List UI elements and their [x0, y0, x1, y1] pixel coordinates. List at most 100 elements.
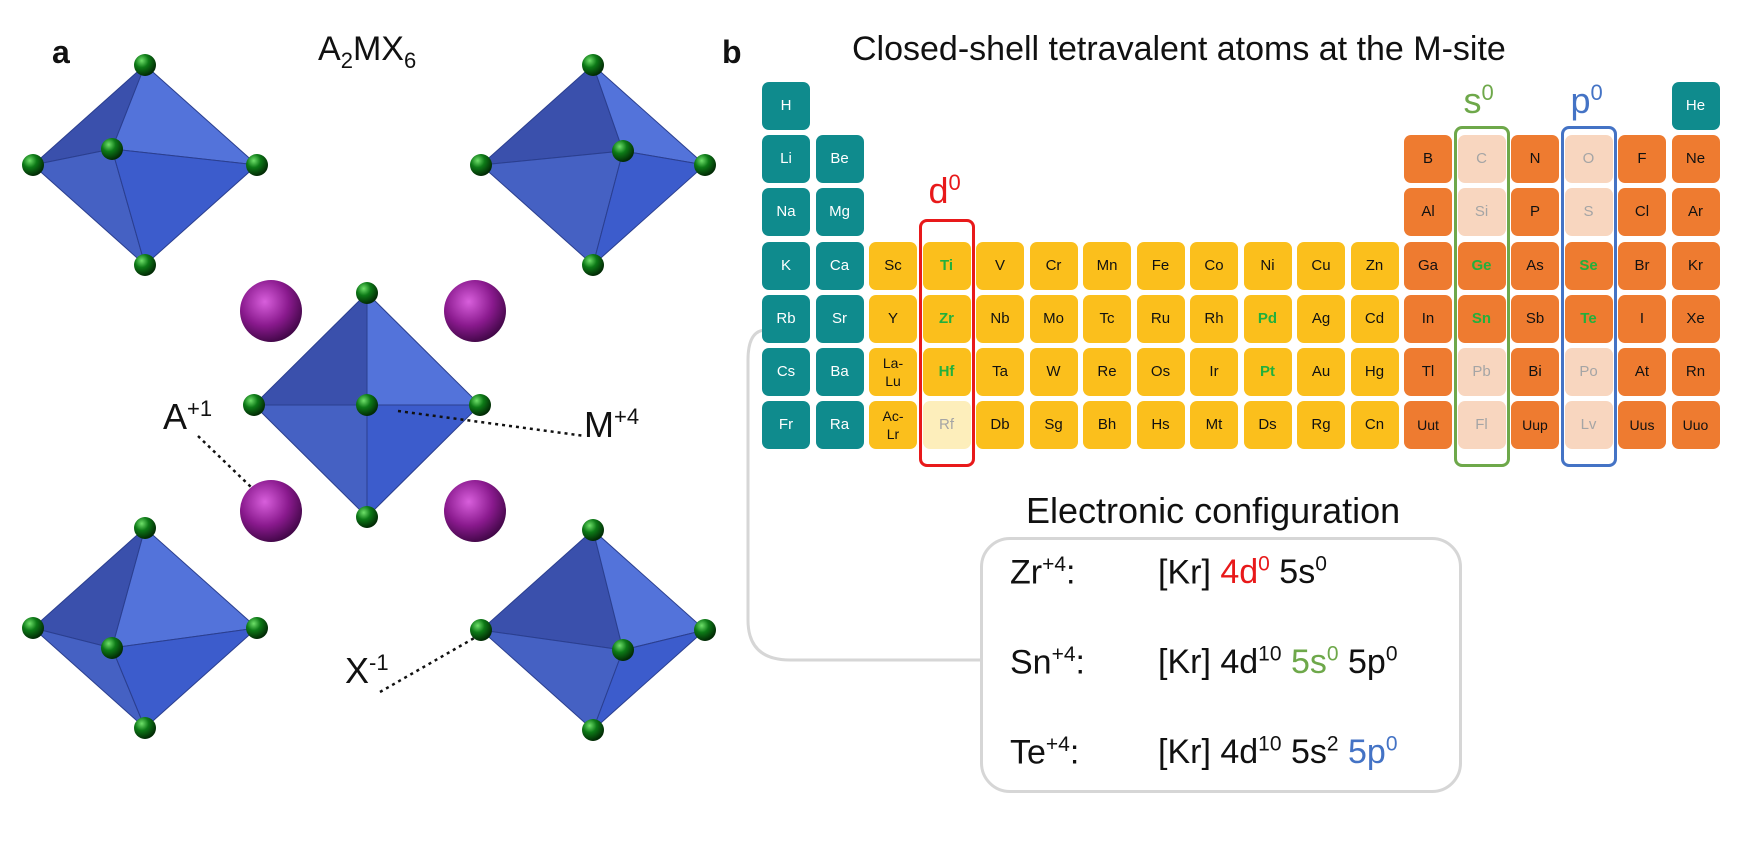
- element-ne: Ne: [1671, 135, 1720, 184]
- element-in: In: [1404, 294, 1452, 343]
- element-y: Y: [869, 294, 917, 343]
- group-box-d0: [918, 219, 975, 467]
- element-o: O: [1564, 135, 1613, 184]
- halide-atom: [356, 506, 378, 528]
- element-mg: Mg: [815, 188, 864, 237]
- ec-ion-te: Te+4:: [1010, 733, 1080, 772]
- element-rg: Rg: [1297, 401, 1345, 450]
- element-ta: Ta: [976, 348, 1024, 396]
- halide-atom: [582, 719, 604, 741]
- halide-atom: [469, 394, 491, 416]
- periodic-table-title: Closed-shell tetravalent atoms at the M-…: [852, 30, 1506, 68]
- formula-x: X: [381, 30, 404, 68]
- octahedron: [470, 519, 716, 741]
- element-w: W: [1029, 348, 1078, 396]
- group-label-p0: p0: [1570, 80, 1603, 121]
- element-k: K: [762, 241, 810, 290]
- element-uuo: Uuo: [1671, 401, 1720, 450]
- halide-atom: [22, 154, 44, 176]
- element-aclr: Ac- Lr: [869, 401, 917, 450]
- panel-a-label: a: [52, 34, 70, 70]
- element-ra: Ra: [815, 401, 864, 450]
- element-pd: Pd: [1243, 294, 1292, 343]
- ion-m-symbol: M: [584, 404, 614, 445]
- halide-atom: [246, 154, 268, 176]
- halide-atom: [694, 619, 716, 641]
- halide-atom: [612, 639, 634, 661]
- ion-label-m: M+4: [584, 404, 639, 446]
- element-fe: Fe: [1136, 241, 1185, 290]
- halide-atom: [22, 617, 44, 639]
- element-al: Al: [1404, 188, 1452, 237]
- ion-a-symbol: A: [163, 396, 188, 437]
- element-he: He: [1671, 82, 1720, 130]
- ion-label-x: X-1: [345, 650, 389, 692]
- halide-atom: [101, 637, 123, 659]
- element-pt: Pt: [1243, 348, 1292, 396]
- formula-a-subscript: 2: [340, 47, 353, 73]
- element-n: N: [1511, 135, 1559, 184]
- octahedra-group: [22, 54, 716, 741]
- halide-atom: [246, 617, 268, 639]
- a-cation-atom: [444, 280, 506, 342]
- element-be: Be: [815, 135, 864, 184]
- octahedron-face: [592, 629, 706, 731]
- element-ge: Ge: [1457, 241, 1506, 290]
- element-mo: Mo: [1029, 294, 1078, 343]
- panel-b-label: b: [722, 34, 742, 70]
- guide-line-a: [197, 435, 253, 489]
- electronic-configuration-box: [980, 537, 1462, 793]
- element-as: As: [1511, 241, 1559, 290]
- ion-m-charge: +4: [614, 404, 640, 429]
- ec-ion-sn: Sn+4:: [1010, 643, 1085, 682]
- element-mn: Mn: [1083, 241, 1131, 290]
- element-os: Os: [1136, 348, 1185, 396]
- element-ir: Ir: [1190, 348, 1238, 396]
- a-cation-atom: [240, 280, 302, 342]
- a-cation-atom: [444, 480, 506, 542]
- halide-atom: [134, 54, 156, 76]
- halide-atom: [582, 54, 604, 76]
- halide-atom: [134, 517, 156, 539]
- octahedron-face: [366, 404, 482, 519]
- element-tl: Tl: [1404, 348, 1452, 396]
- octahedron: [470, 54, 716, 276]
- group-label-s0: s0: [1463, 80, 1494, 121]
- a-cation-atom: [240, 480, 302, 542]
- halide-atom: [134, 717, 156, 739]
- element-f: F: [1618, 135, 1666, 184]
- octahedron: [22, 517, 268, 739]
- element-co: Co: [1190, 241, 1238, 290]
- element-zn: Zn: [1350, 241, 1399, 290]
- ion-x-symbol: X: [345, 650, 370, 691]
- element-sg: Sg: [1029, 401, 1078, 450]
- formula-a: A: [318, 30, 341, 68]
- element-hs: Hs: [1136, 401, 1185, 450]
- ec-config-te: [Kr] 4d10 5s2 5p0: [1158, 733, 1398, 772]
- element-re: Re: [1083, 348, 1131, 396]
- group-label-d0: d0: [928, 170, 961, 211]
- element-rh: Rh: [1190, 294, 1238, 343]
- octahedron-face: [111, 148, 259, 266]
- element-rb: Rb: [762, 294, 810, 343]
- ion-a-charge: +1: [187, 396, 213, 421]
- halide-atom: [356, 394, 378, 416]
- element-sn: Sn: [1457, 294, 1506, 343]
- halide-atom: [356, 282, 378, 304]
- crystal-structure-illustration: [22, 54, 716, 741]
- halide-atom: [134, 254, 156, 276]
- element-db: Db: [976, 401, 1024, 450]
- element-cr: Cr: [1029, 241, 1078, 290]
- group-box-s0: [1453, 126, 1510, 467]
- element-au: Au: [1297, 348, 1345, 396]
- element-ni: Ni: [1243, 241, 1292, 290]
- electronic-configuration-title: Electronic configuration: [1026, 490, 1401, 531]
- element-hg: Hg: [1350, 348, 1399, 396]
- element-uut: Uut: [1404, 401, 1452, 450]
- element-cn: Cn: [1350, 401, 1399, 450]
- halide-atom: [612, 140, 634, 162]
- element-rf: Rf: [922, 401, 971, 450]
- element-ti: Ti: [922, 241, 971, 290]
- element-tc: Tc: [1083, 294, 1131, 343]
- element-ga: Ga: [1404, 241, 1452, 290]
